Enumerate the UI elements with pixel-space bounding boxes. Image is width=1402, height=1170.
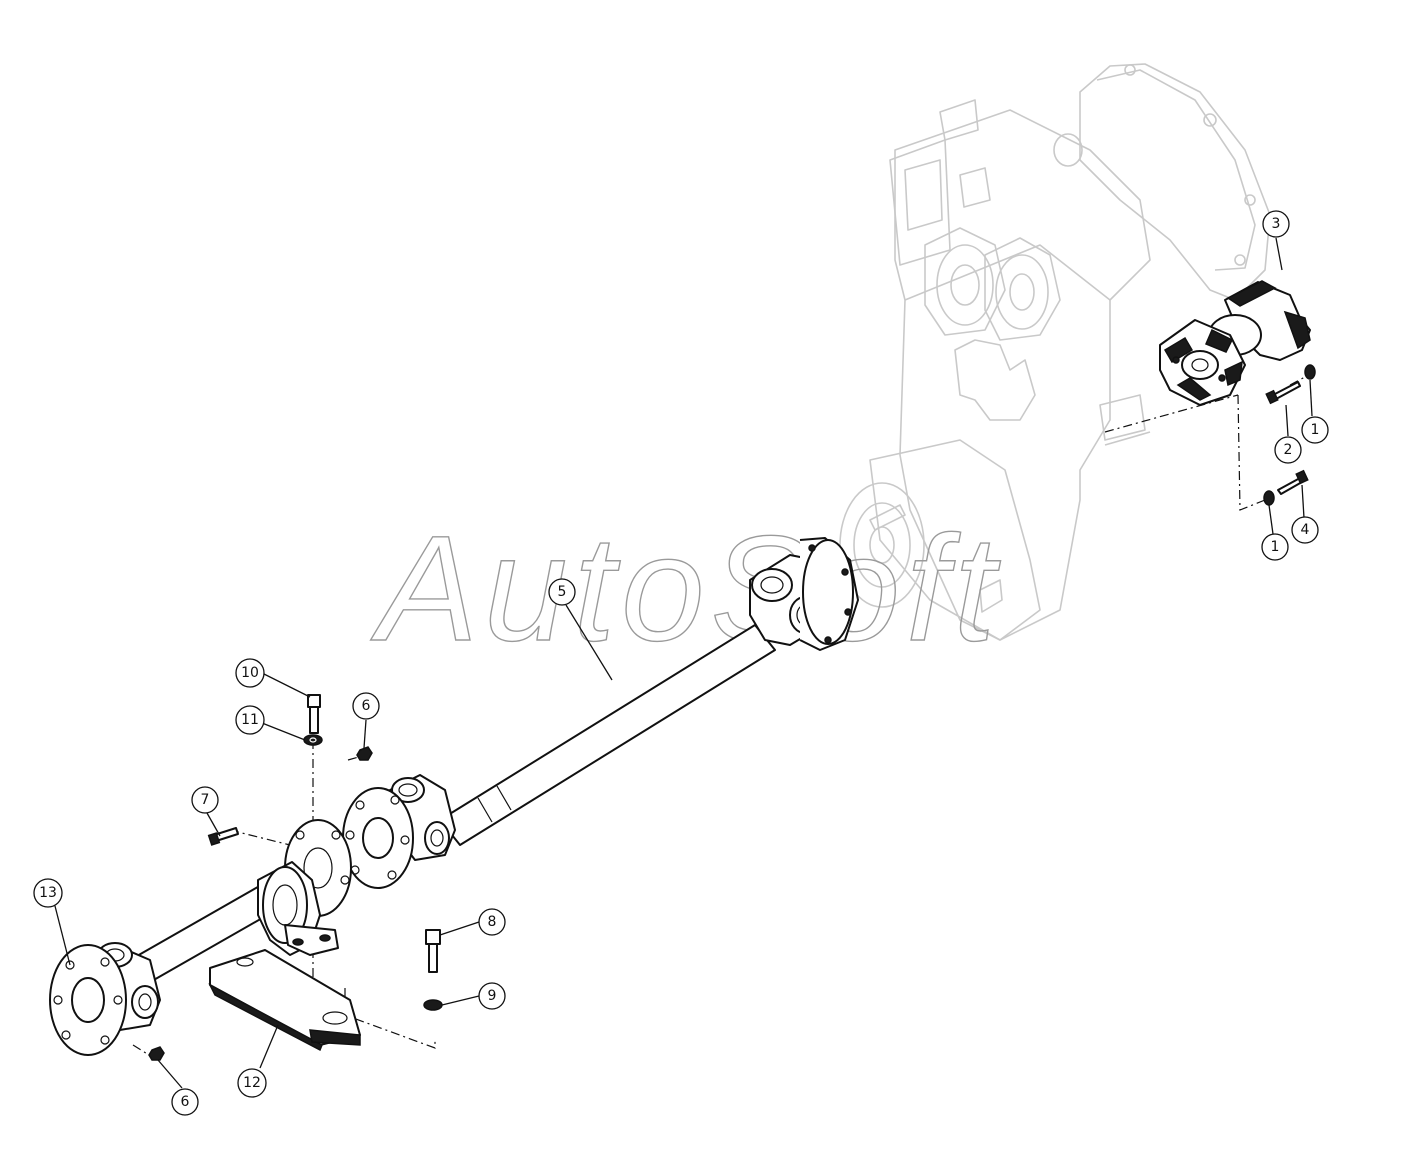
- svg-text:3: 3: [1272, 216, 1281, 232]
- svg-text:10: 10: [241, 665, 259, 681]
- callout-6-lower: 6: [171, 1088, 199, 1116]
- svg-text:6: 6: [362, 698, 371, 714]
- svg-text:9: 9: [488, 988, 497, 1004]
- callout-7: 7: [191, 786, 219, 814]
- bolt-8-head: [425, 929, 441, 945]
- bolt-8-shank: [428, 943, 438, 973]
- svg-text:11: 11: [241, 712, 259, 728]
- svg-text:1: 1: [1311, 422, 1320, 438]
- callout-1-upper: 1: [1301, 416, 1329, 444]
- washer-upper: [1304, 364, 1316, 380]
- callout-8: 8: [478, 908, 506, 936]
- washer-11: [303, 734, 323, 746]
- svg-text:12: 12: [243, 1075, 261, 1091]
- support-bracket: [208, 949, 361, 1052]
- callout-9: 9: [478, 982, 506, 1010]
- bolt-upper: [1272, 381, 1301, 400]
- callout-13: 13: [33, 878, 63, 908]
- callout-11: 11: [235, 705, 265, 735]
- callouts: 3 2 1 4 1 5 10 11: [33, 210, 1329, 1116]
- callout-10: 10: [235, 658, 265, 688]
- leader-lines: [54, 237, 1313, 1089]
- washer-lower: [1263, 490, 1275, 506]
- callout-12: 12: [237, 1068, 267, 1098]
- svg-text:1: 1: [1271, 539, 1280, 555]
- main-driveshaft: [342, 537, 859, 889]
- svg-text:7: 7: [201, 792, 210, 808]
- svg-text:2: 2: [1284, 442, 1293, 458]
- washer-9: [423, 999, 443, 1011]
- callout-2: 2: [1274, 436, 1302, 464]
- watermark-text: AutoSoft: [370, 504, 1001, 672]
- nut-6-lower: [148, 1046, 165, 1061]
- flexible-coupling: [1159, 280, 1311, 406]
- loose-hardware: [148, 694, 443, 1061]
- coupling-hardware: [1263, 364, 1316, 506]
- transmission-housing-ghost: [839, 63, 1271, 641]
- callout-4: 4: [1291, 516, 1319, 544]
- callout-6-upper: 6: [352, 692, 380, 720]
- callout-3: 3: [1262, 210, 1290, 238]
- svg-text:5: 5: [558, 584, 567, 600]
- svg-text:4: 4: [1301, 522, 1310, 538]
- svg-text:13: 13: [39, 885, 57, 901]
- bolt-10-shank: [309, 706, 319, 734]
- rear-driveshaft: [49, 861, 339, 1056]
- callout-1-lower: 1: [1261, 533, 1289, 561]
- svg-text:8: 8: [488, 914, 497, 930]
- nut-6-upper: [356, 746, 373, 761]
- svg-text:6: 6: [181, 1094, 190, 1110]
- callout-5: 5: [548, 578, 576, 606]
